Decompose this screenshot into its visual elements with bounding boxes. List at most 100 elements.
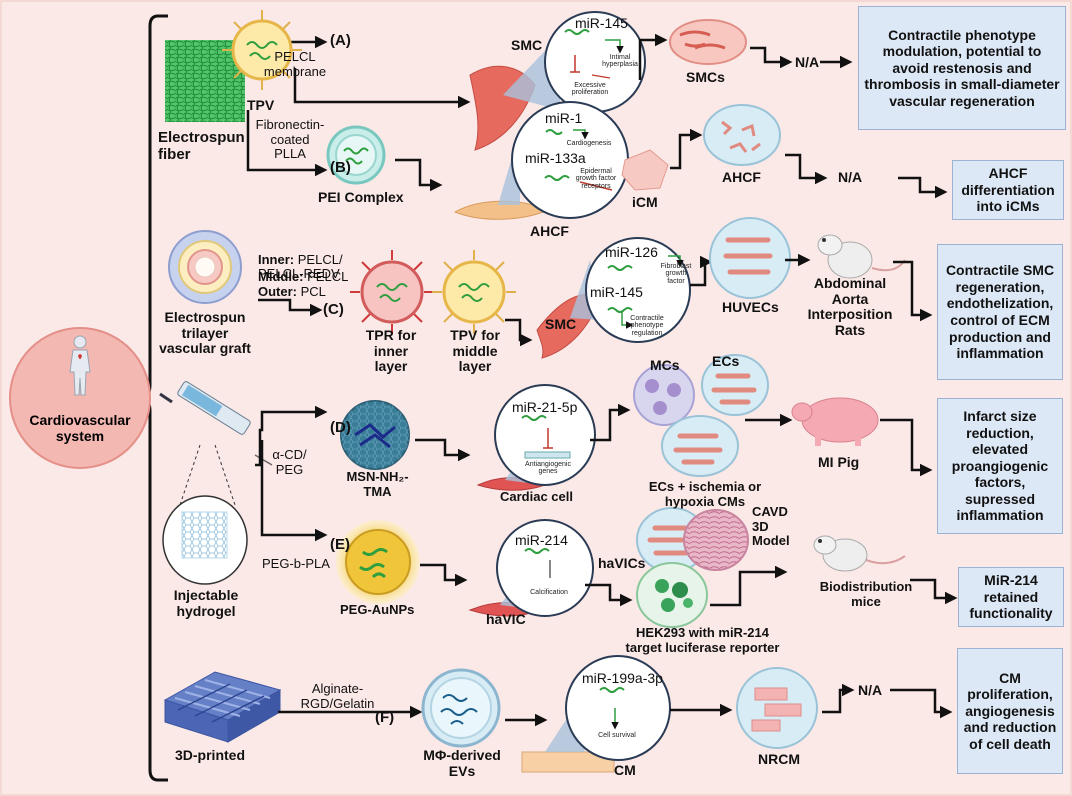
carrier-b: PEI Complex <box>318 189 404 205</box>
source-label-3dprinted: 3D-printed <box>175 747 245 763</box>
effect-c-2: Contractile phenotype regulation <box>630 315 664 337</box>
mirna-circle-c <box>585 237 691 343</box>
letter-b: (B) <box>330 159 351 176</box>
letter-f: (F) <box>375 709 395 726</box>
treatment-d: α-CD/ PEG <box>272 447 307 477</box>
model-label-ecs: ECs <box>712 353 740 369</box>
treatment-a: PELCL membrane <box>263 49 327 79</box>
layer-middle-name: Middle: <box>258 269 304 284</box>
trilayer-graft-icon <box>168 230 242 304</box>
effect-b-2: Epidermal growth factor receptors <box>575 168 617 190</box>
mirna-c-2: miR-145 <box>590 284 643 300</box>
invivo-e: Biodistribution mice <box>819 579 913 609</box>
model-b: AHCF <box>722 169 761 185</box>
smcs-dish-icon <box>669 19 747 65</box>
outcome-box-c: Contractile SMC regeneration, endotheliz… <box>937 244 1063 380</box>
outcome-box-b: AHCF differentiation into iCMs <box>952 160 1064 220</box>
ecs-dish-icon <box>701 354 769 416</box>
model-e: HEK293 with miR-214 target luciferase re… <box>625 625 780 655</box>
layer-outer-name: Outer: <box>258 284 297 299</box>
model-a: SMCs <box>686 69 725 85</box>
effect-a-1: Intimal hyperplasia <box>602 54 638 69</box>
tpr-icon <box>350 250 434 334</box>
cavd-model-icon <box>683 509 749 571</box>
effect-f: Cell survival <box>598 732 636 739</box>
treatment-b: Fibronectin- coated PLLA <box>255 117 325 162</box>
model-d: ECs + ischemia or hypoxia CMs <box>648 479 762 509</box>
mirna-circle-f <box>565 655 671 761</box>
mirna-a: miR-145 <box>575 15 628 31</box>
letter-a: (A) <box>330 32 351 49</box>
invivo-c: Abdominal Aorta Interposition Rats <box>807 275 893 339</box>
ahcf-dish-icon <box>703 104 781 166</box>
target-cell-d: Cardiac cell <box>500 489 573 504</box>
model-c: HUVECs <box>722 299 779 315</box>
syringe-icon <box>159 381 273 466</box>
derived-cell-b: iCM <box>632 194 658 210</box>
invivo-b: N/A <box>838 169 863 185</box>
target-cell-e: haVIC <box>486 611 526 627</box>
mcs-dish-icon <box>633 364 695 426</box>
mirna-b-1: miR-1 <box>545 110 583 126</box>
layer-outer: Outer: PCL <box>258 284 326 300</box>
invivo-f: N/A <box>858 682 883 698</box>
layer-inner-name: Inner: <box>258 251 295 267</box>
hek293-dish-icon <box>636 562 708 628</box>
treatment-f: Alginate- RGD/Gelatin <box>300 681 375 711</box>
mirna-c-1: miR-126 <box>605 244 658 260</box>
rat-icon <box>817 234 906 279</box>
layer-middle-value: PELCL <box>307 269 349 284</box>
layer-inner-value: PELCL/ PELCL-REDV <box>258 251 343 282</box>
effect-e: Calcification <box>530 589 568 596</box>
tpv-middle-icon <box>432 250 516 334</box>
layer-outer-value: PCL <box>300 284 326 299</box>
effect-c-1: Fibroblast growth factor <box>660 263 692 285</box>
gold-nanoparticle-icon <box>336 520 420 604</box>
mirna-d: miR-21-5p <box>512 399 578 415</box>
carrier-d: MSN-NH₂- TMA <box>346 469 409 499</box>
pig-icon <box>791 397 879 446</box>
mirna-circle-d <box>494 384 596 486</box>
effect-b-1: Cardiogenesis <box>566 140 612 147</box>
carrier-c-2: TPV for middle layer <box>450 327 500 375</box>
tpv-icon <box>222 10 302 90</box>
mouse-icon <box>813 535 906 572</box>
model-f: NRCM <box>758 751 800 767</box>
mirna-circle-e <box>496 519 594 617</box>
ev-vesicle-icon <box>421 668 501 748</box>
model-label-mcs: MCs <box>650 357 680 373</box>
outcome-box-d: Infarct size reduction, elevated proangi… <box>937 398 1063 534</box>
invivo-a: N/A <box>795 54 820 70</box>
letter-e: (E) <box>330 536 350 553</box>
arrow-tpv-smc <box>293 68 471 109</box>
source-label-fiber: Electrospun fiber <box>158 129 245 163</box>
letter-d: (D) <box>330 419 351 436</box>
layer-middle: Middle: PELCL <box>258 269 349 285</box>
target-cell-f: CM <box>614 762 636 778</box>
arrow-b <box>246 110 328 177</box>
effect-d: Antiangiogenic genes <box>525 461 571 476</box>
mirna-f: miR-199a-3p <box>582 670 663 686</box>
electrospun-fiber-icon <box>165 40 245 122</box>
root-circle <box>9 327 151 469</box>
target-cell-c: SMC <box>545 316 577 332</box>
target-cell-a: SMC <box>511 37 543 53</box>
target-cell-b: AHCF <box>530 223 569 239</box>
model-label-havics: haVICs <box>598 555 646 571</box>
model-label-cavd: CAVD 3D Model <box>752 504 790 549</box>
3d-printed-scaffold-icon <box>163 671 282 743</box>
root-label: Cardiovascular system <box>29 412 131 445</box>
letter-c: (C) <box>323 301 344 318</box>
mirna-b-2: miR-133a <box>525 150 586 166</box>
treatment-e: PEG-b-PLA <box>262 556 330 571</box>
carrier-f: MΦ-derived EVs <box>423 747 501 779</box>
mirna-e: miR-214 <box>515 532 568 548</box>
icm-cell-icon <box>621 149 669 191</box>
layer-list: Inner: PELCL/ PELCL-REDV <box>258 238 343 296</box>
carrier-c-1: TPR for inner layer <box>365 327 417 375</box>
outcome-box-f: CM proliferation, angiogenesis and reduc… <box>957 648 1063 774</box>
invivo-d: MI Pig <box>818 454 860 470</box>
source-label-graft: Electrospun trilayer vascular graft <box>159 309 251 357</box>
msn-nanoparticle-icon <box>340 400 410 470</box>
